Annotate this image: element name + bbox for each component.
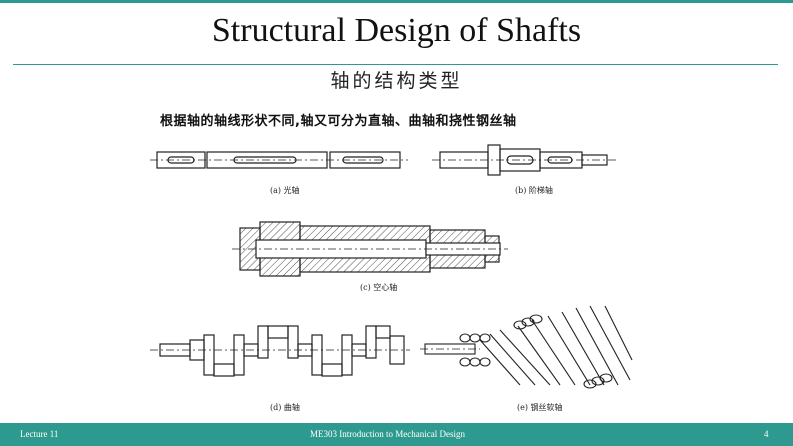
caption-a: (a) 光轴 bbox=[270, 186, 300, 195]
caption-c: (c) 空心轴 bbox=[360, 283, 398, 292]
flexible-wire-shaft-drawing bbox=[420, 305, 633, 389]
hollow-shaft-drawing bbox=[232, 221, 508, 277]
intro-text: 根据轴的轴线形状不同,轴又可分为直轴、曲轴和挠性钢丝轴 bbox=[160, 114, 517, 129]
footer-course: ME303 Introduction to Mechanical Design bbox=[310, 429, 465, 439]
title-divider bbox=[13, 64, 778, 65]
slide-subtitle: 轴的结构类型 bbox=[330, 70, 463, 92]
footer-page-number: 4 bbox=[764, 429, 769, 439]
crankshaft-drawing bbox=[150, 325, 410, 377]
slide-title: Structural Design of Shafts bbox=[211, 12, 582, 49]
footer-bar: Lecture 11 ME303 Introduction to Mechani… bbox=[0, 423, 793, 446]
top-accent-bar bbox=[0, 0, 793, 3]
plain-shaft-drawing bbox=[150, 151, 408, 169]
caption-d: (d) 曲轴 bbox=[270, 403, 300, 412]
stepped-shaft-drawing bbox=[432, 144, 616, 176]
footer-lecture: Lecture 11 bbox=[20, 429, 59, 439]
caption-e: (e) 钢丝软轴 bbox=[517, 403, 563, 412]
caption-b: (b) 阶梯轴 bbox=[515, 186, 553, 195]
